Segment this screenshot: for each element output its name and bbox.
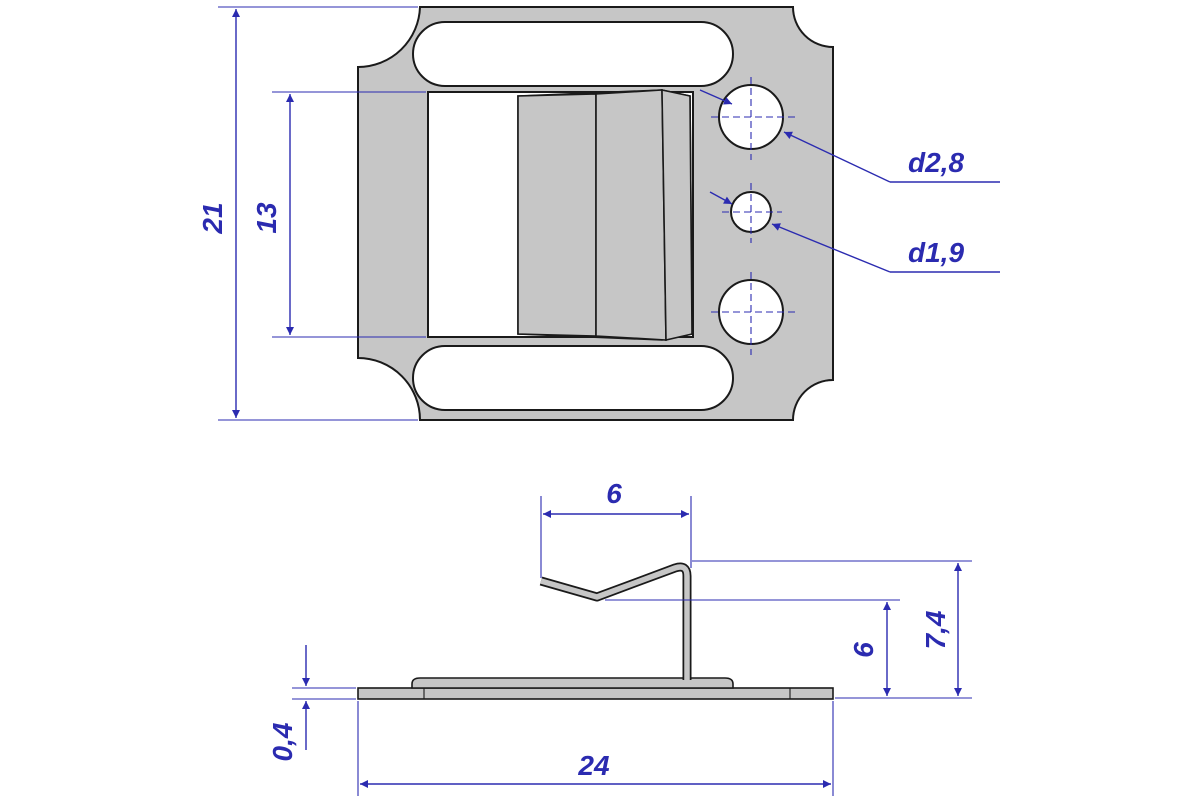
leader-hole-large: d2,8 — [699, 89, 1000, 183]
hole-center-lines — [711, 77, 795, 355]
dimension-opening-height: 13 — [251, 91, 426, 338]
side-view: 6 7,4 6 0,4 24 — [267, 478, 972, 796]
dim-label-24: 24 — [577, 750, 610, 781]
dimension-overall-width: 24 — [357, 701, 834, 796]
top-view: 21 13 d2,8 d1,9 — [197, 6, 1000, 421]
dim-label-6-top: 6 — [606, 478, 622, 509]
dim-label-13: 13 — [251, 202, 282, 234]
dimension-clip-lower: 6 — [605, 599, 900, 696]
dim-label-21: 21 — [197, 202, 228, 234]
dim-label-6-side: 6 — [848, 642, 879, 658]
spring-clip — [539, 562, 692, 680]
dimension-thickness: 0,4 — [267, 645, 356, 761]
raised-lip — [411, 677, 734, 689]
dimension-overall-height: 21 — [197, 6, 418, 421]
dim-label-04: 0,4 — [267, 722, 298, 761]
dimension-clip-height: 7,4 — [692, 560, 972, 699]
dimension-top-width: 6 — [540, 478, 692, 578]
clip-tab — [517, 89, 693, 342]
base-plate — [357, 687, 834, 700]
bottom-slot — [412, 345, 734, 411]
top-slot — [412, 21, 734, 87]
dim-label-74: 7,4 — [920, 610, 951, 649]
dim-label-d28: d2,8 — [908, 147, 964, 178]
leader-hole-small: d1,9 — [709, 191, 1000, 273]
dim-label-d19: d1,9 — [908, 237, 964, 268]
